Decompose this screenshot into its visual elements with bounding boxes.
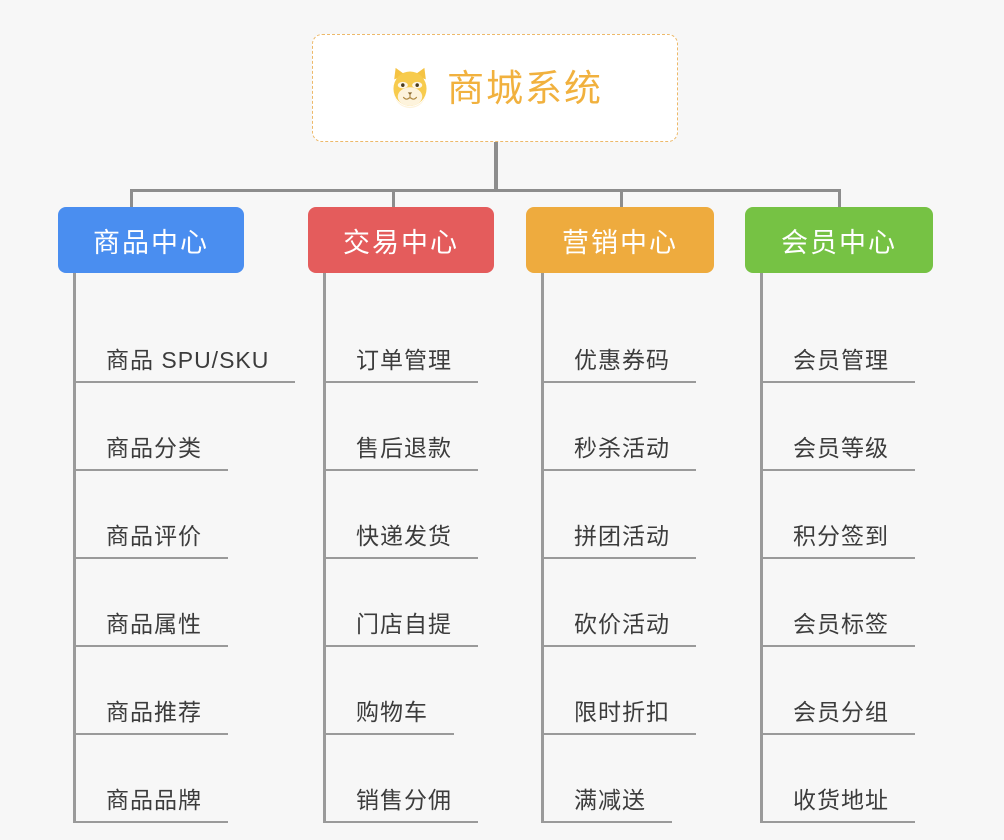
leaf-label: 商品 SPU/SKU	[76, 341, 296, 383]
branch-header-label: 交易中心	[343, 227, 459, 258]
branch-header-1[interactable]: 商品中心	[58, 207, 244, 273]
branch-header-label: 营销中心	[562, 227, 678, 258]
branch-header-label: 会员中心	[781, 227, 897, 258]
leaf-label: 收货地址	[763, 781, 915, 823]
connector-drop-branch-4	[838, 189, 841, 209]
list-item[interactable]: 购物车	[326, 647, 544, 735]
list-item[interactable]: 满减送	[544, 735, 762, 823]
leaf-label: 快递发货	[326, 517, 478, 559]
list-item[interactable]: 门店自提	[326, 559, 544, 647]
branch-leaf-list-1: 商品 SPU/SKU 商品分类 商品评价 商品属性 商品推荐 商品品牌	[73, 273, 296, 823]
connector-drop-branch-1	[130, 189, 133, 209]
leaf-label: 订单管理	[326, 341, 478, 383]
leaf-label: 商品评价	[76, 517, 228, 559]
leaf-label: 商品推荐	[76, 693, 228, 735]
list-item[interactable]: 收货地址	[763, 735, 981, 823]
list-item[interactable]: 订单管理	[326, 295, 544, 383]
branch-header-3[interactable]: 营销中心	[526, 207, 714, 273]
branch-header-4[interactable]: 会员中心	[745, 207, 933, 273]
leaf-label: 会员等级	[763, 429, 915, 471]
branch-header-label: 商品中心	[93, 227, 209, 258]
list-item[interactable]: 商品推荐	[76, 647, 294, 735]
connector-drop-branch-2	[392, 189, 395, 209]
leaf-label: 会员管理	[763, 341, 915, 383]
leaf-label: 砍价活动	[544, 605, 696, 647]
list-item[interactable]: 会员标签	[763, 559, 981, 647]
leaf-label: 售后退款	[326, 429, 478, 471]
branch-leaf-list-2: 订单管理 售后退款 快递发货 门店自提 购物车 销售分佣	[323, 273, 544, 823]
list-item[interactable]: 商品属性	[76, 559, 294, 647]
leaf-label: 商品品牌	[76, 781, 228, 823]
leaf-label: 门店自提	[326, 605, 478, 647]
root-title: 商城系统	[447, 67, 603, 109]
list-item[interactable]: 销售分佣	[326, 735, 544, 823]
list-item[interactable]: 商品分类	[76, 383, 294, 471]
list-item[interactable]: 砍价活动	[544, 559, 762, 647]
leaf-label: 购物车	[326, 693, 454, 735]
shiba-dog-icon	[393, 67, 427, 109]
list-item[interactable]: 限时折扣	[544, 647, 762, 735]
list-item[interactable]: 商品评价	[76, 471, 294, 559]
list-item[interactable]: 快递发货	[326, 471, 544, 559]
branch-leaf-list-4: 会员管理 会员等级 积分签到 会员标签 会员分组 收货地址	[760, 273, 981, 823]
leaf-label: 拼团活动	[544, 517, 696, 559]
leaf-label: 满减送	[544, 781, 672, 823]
connector-root-drop	[494, 142, 498, 191]
branch-column-1: 商品中心 商品 SPU/SKU 商品分类 商品评价 商品属性 商品推荐 商品品牌	[58, 207, 296, 823]
branch-column-3: 营销中心 优惠券码 秒杀活动 拼团活动 砍价活动 限时折扣 满减送	[526, 207, 762, 823]
connector-horizontal-bus	[130, 189, 840, 192]
leaf-label: 会员分组	[763, 693, 915, 735]
list-item[interactable]: 商品品牌	[76, 735, 294, 823]
list-item[interactable]: 商品 SPU/SKU	[76, 295, 296, 383]
branch-header-2[interactable]: 交易中心	[308, 207, 494, 273]
list-item[interactable]: 会员等级	[763, 383, 981, 471]
branch-leaf-list-3: 优惠券码 秒杀活动 拼团活动 砍价活动 限时折扣 满减送	[541, 273, 762, 823]
leaf-label: 限时折扣	[544, 693, 696, 735]
list-item[interactable]: 售后退款	[326, 383, 544, 471]
leaf-label: 会员标签	[763, 605, 915, 647]
leaf-label: 优惠券码	[544, 341, 696, 383]
list-item[interactable]: 会员分组	[763, 647, 981, 735]
list-item[interactable]: 拼团活动	[544, 471, 762, 559]
list-item[interactable]: 会员管理	[763, 295, 981, 383]
leaf-label: 销售分佣	[326, 781, 478, 823]
root-node[interactable]: 商城系统	[312, 34, 678, 142]
branch-column-2: 交易中心 订单管理 售后退款 快递发货 门店自提 购物车 销售分佣	[308, 207, 544, 823]
list-item[interactable]: 秒杀活动	[544, 383, 762, 471]
leaf-label: 积分签到	[763, 517, 915, 559]
list-item[interactable]: 优惠券码	[544, 295, 762, 383]
leaf-label: 秒杀活动	[544, 429, 696, 471]
leaf-label: 商品分类	[76, 429, 228, 471]
leaf-label: 商品属性	[76, 605, 228, 647]
branch-column-4: 会员中心 会员管理 会员等级 积分签到 会员标签 会员分组 收货地址	[745, 207, 981, 823]
list-item[interactable]: 积分签到	[763, 471, 981, 559]
connector-drop-branch-3	[620, 189, 623, 209]
